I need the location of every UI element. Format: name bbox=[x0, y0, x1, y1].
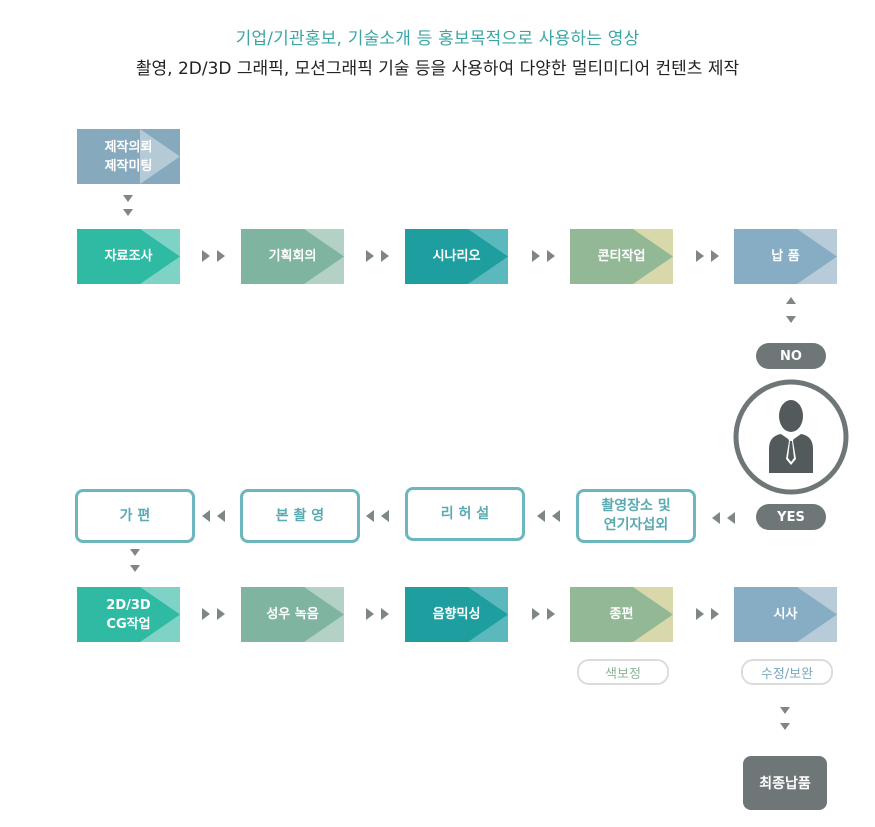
note-color-correction: 색보정 bbox=[577, 659, 669, 685]
chevron-shape-icon bbox=[140, 587, 180, 642]
chevron-shape-icon bbox=[633, 229, 673, 284]
businessman-icon bbox=[733, 379, 849, 495]
step-final-edit-label: 종편 bbox=[609, 607, 634, 622]
play-arrow-icon bbox=[366, 510, 389, 522]
play-arrow-icon bbox=[532, 250, 555, 262]
step-storyboard-label: 콘티작업 bbox=[597, 249, 646, 264]
down-arrow-icon bbox=[123, 195, 133, 216]
chevron-shape-icon bbox=[633, 587, 673, 642]
step-planning-label: 기획회의 bbox=[268, 249, 317, 264]
final-delivery-box: 최종납품 bbox=[743, 756, 827, 810]
step-audio-mixing: 음향믹싱 bbox=[405, 587, 508, 642]
headline-purpose: 기업/기관홍보, 기술소개 등 홍보목적으로 사용하는 영상 bbox=[235, 29, 640, 49]
step-research: 자료조사 bbox=[77, 229, 180, 284]
down-arrow-icon bbox=[130, 549, 140, 572]
step-cg-work: 2D/3D CG작업 bbox=[77, 587, 180, 642]
play-arrow-icon bbox=[202, 250, 225, 262]
play-arrow-icon bbox=[696, 250, 719, 262]
step-delivery: 납 품 bbox=[734, 229, 837, 284]
chevron-shape-icon bbox=[140, 229, 180, 284]
step-request-label: 제작의뢰 제작미팅 bbox=[104, 139, 153, 174]
play-arrow-icon bbox=[366, 250, 389, 262]
step-voice-recording-label: 성우 녹음 bbox=[266, 607, 319, 622]
step-scenario: 시나리오 bbox=[405, 229, 508, 284]
play-arrow-icon bbox=[532, 608, 555, 620]
chevron-shape-icon bbox=[304, 229, 344, 284]
step-location-casting: 촬영장소 및 연기자섭외 bbox=[576, 489, 696, 543]
play-arrow-icon bbox=[696, 608, 719, 620]
step-audio-mixing-label: 음향믹싱 bbox=[432, 607, 481, 622]
chevron-shape-icon bbox=[468, 587, 508, 642]
chevron-shape-icon bbox=[468, 229, 508, 284]
step-final-edit: 종편 bbox=[570, 587, 673, 642]
chevron-shape-icon bbox=[140, 129, 180, 184]
play-arrow-icon bbox=[366, 608, 389, 620]
step-preview-label: 시사 bbox=[773, 607, 798, 622]
up-down-arrow-icon bbox=[786, 297, 796, 323]
step-cg-work-label: 2D/3D CG작업 bbox=[106, 597, 151, 632]
step-rehearsal: 리 허 설 bbox=[405, 487, 525, 541]
no-badge: NO bbox=[756, 343, 826, 369]
chevron-shape-icon bbox=[304, 587, 344, 642]
chevron-shape-icon bbox=[797, 229, 837, 284]
step-scenario-label: 시나리오 bbox=[432, 249, 481, 264]
play-arrow-icon bbox=[537, 510, 560, 522]
step-main-shoot: 본 촬 영 bbox=[240, 489, 360, 543]
step-storyboard: 콘티작업 bbox=[570, 229, 673, 284]
step-voice-recording: 성우 녹음 bbox=[241, 587, 344, 642]
play-arrow-icon bbox=[202, 608, 225, 620]
step-research-label: 자료조사 bbox=[104, 249, 153, 264]
step-preview: 시사 bbox=[734, 587, 837, 642]
play-arrow-icon bbox=[202, 510, 225, 522]
step-request: 제작의뢰 제작미팅 bbox=[77, 129, 180, 184]
down-arrow-icon bbox=[780, 707, 790, 730]
note-revision: 수정/보완 bbox=[741, 659, 833, 685]
headline-description: 촬영, 2D/3D 그래픽, 모션그래픽 기술 등을 사용하여 다양한 멀티미디… bbox=[135, 59, 740, 79]
step-rough-edit: 가 편 bbox=[75, 489, 195, 543]
play-arrow-icon bbox=[712, 512, 735, 524]
yes-badge: YES bbox=[756, 504, 826, 530]
step-delivery-label: 납 품 bbox=[771, 249, 800, 264]
step-planning: 기획회의 bbox=[241, 229, 344, 284]
chevron-shape-icon bbox=[797, 587, 837, 642]
